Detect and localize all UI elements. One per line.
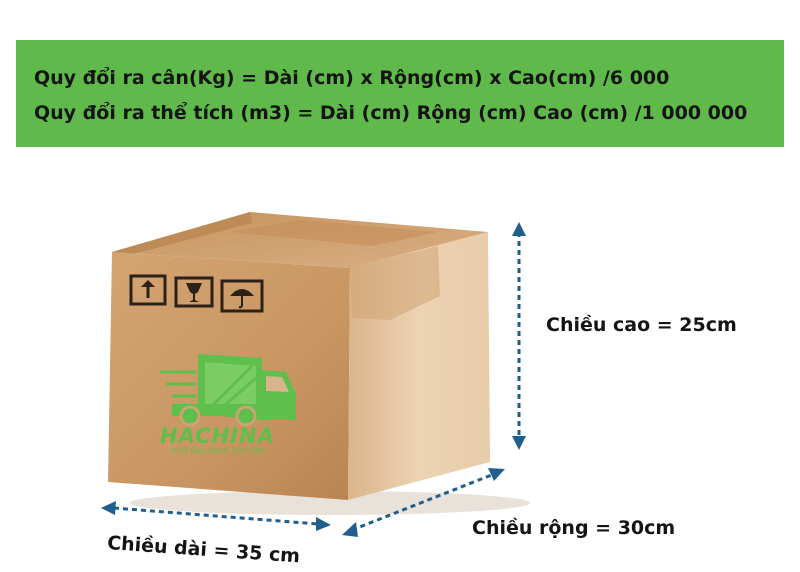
box-top-flap bbox=[112, 212, 252, 258]
height-label: Chiều cao = 25cm bbox=[546, 314, 737, 336]
height-arrow bbox=[512, 222, 526, 450]
fragile-glass-icon bbox=[174, 276, 214, 308]
width-arrow bbox=[342, 468, 505, 537]
box-tape bbox=[230, 220, 438, 246]
brand-slogan: Khởi Đầu Hành Trình Mới bbox=[172, 446, 265, 455]
length-arrow bbox=[101, 501, 331, 531]
truck-logo-icon bbox=[160, 354, 296, 427]
weight-formula: Quy đổi ra cân(Kg) = Dài (cm) x Rộng(cm)… bbox=[34, 67, 670, 89]
box-shadow bbox=[130, 491, 530, 515]
arrow-up-icon bbox=[129, 274, 167, 306]
umbrella-icon bbox=[220, 279, 264, 313]
formula-banner: Quy đổi ra cân(Kg) = Dài (cm) x Rộng(cm)… bbox=[16, 40, 784, 147]
volume-formula: Quy đổi ra thể tích (m3) = Dài (cm) Rộng… bbox=[34, 102, 748, 124]
side-tape bbox=[350, 246, 440, 320]
brand-logo-text: HACHINA bbox=[160, 424, 275, 448]
width-label: Chiều rộng = 30cm bbox=[472, 517, 676, 539]
